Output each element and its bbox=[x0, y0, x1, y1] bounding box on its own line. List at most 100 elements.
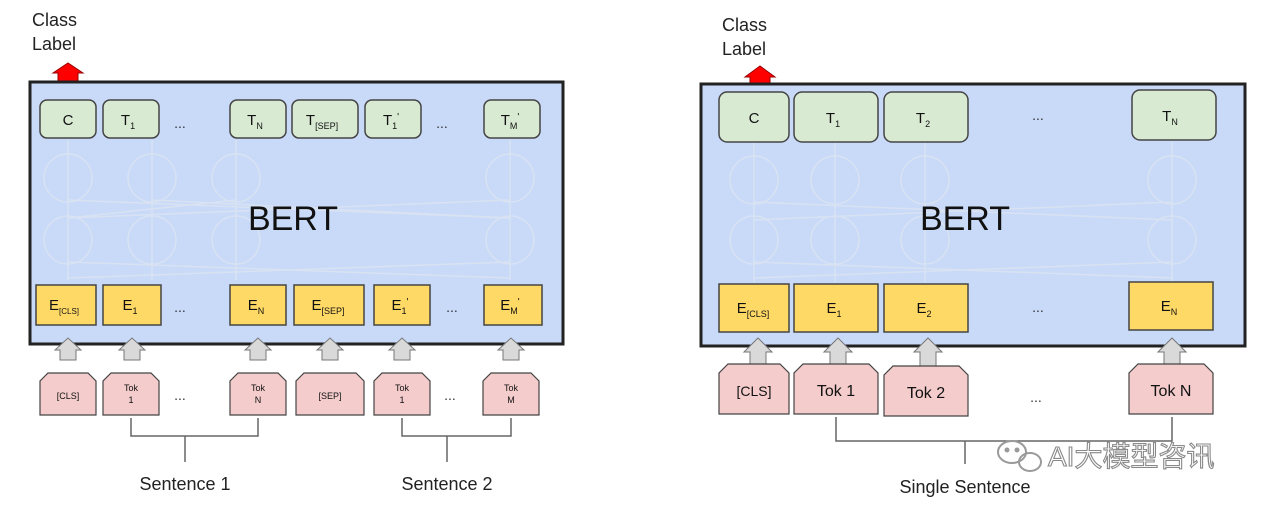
left-output-box-t1 bbox=[102, 99, 160, 139]
right-token-label-tok2: Tok 2 bbox=[907, 385, 945, 402]
right-output-label-t1: T1 bbox=[826, 110, 840, 129]
left-input-arrow bbox=[496, 337, 526, 361]
left-class-label-line2: Label bbox=[32, 34, 76, 54]
left-token-ellipsis-2: ... bbox=[444, 387, 456, 403]
left-output-box-tsep bbox=[291, 99, 359, 139]
right-panel: Class Label BERT C T1 T2 ... TN E[C bbox=[699, 15, 1247, 497]
right-embedding-label-e2: E2 bbox=[916, 300, 931, 319]
right-embedding-box-en bbox=[1128, 281, 1214, 331]
right-input-arrows bbox=[742, 337, 1188, 367]
left-input-arrow bbox=[53, 337, 83, 361]
right-token-row: [CLS] Tok 1 Tok 2 ... Tok N bbox=[718, 363, 1214, 417]
left-token-box-tok1b bbox=[373, 372, 431, 416]
left-token-box-tokn bbox=[229, 372, 287, 416]
left-embedding-label-en: EN bbox=[248, 297, 265, 316]
right-sentence-label: Single Sentence bbox=[899, 477, 1030, 497]
left-output-box-t1-prime bbox=[364, 99, 422, 139]
right-embedding-box-cls bbox=[718, 283, 790, 333]
left-embedding-label-em-prime: EM' bbox=[500, 297, 520, 316]
right-embedding-ellipsis: ... bbox=[1032, 299, 1044, 315]
left-input-arrow bbox=[243, 337, 273, 361]
left-output-label-tsep: T[SEP] bbox=[306, 112, 338, 131]
left-bert-title: BERT bbox=[248, 200, 338, 238]
left-embedding-ellipsis-2: ... bbox=[446, 299, 458, 315]
left-token-box-tok1 bbox=[102, 372, 160, 416]
right-sentence-bracket bbox=[835, 417, 1173, 464]
left-token-label-cls: [CLS] bbox=[57, 391, 80, 401]
right-output-box-tn bbox=[1131, 89, 1217, 141]
right-embedding-label-cls: E[CLS] bbox=[737, 300, 770, 319]
right-input-arrow bbox=[912, 337, 944, 367]
left-panel: Class Label BERT C T1 ... TN T[SEP] bbox=[28, 10, 565, 494]
right-output-label-t2: T2 bbox=[916, 110, 930, 129]
left-token-box-cls bbox=[39, 372, 97, 416]
left-output-ellipsis-2: ... bbox=[436, 115, 448, 131]
left-output-label-tn: TN bbox=[247, 112, 263, 131]
left-token-box-tokm bbox=[482, 372, 540, 416]
right-class-label-line2: Label bbox=[722, 39, 766, 59]
left-input-arrow bbox=[117, 337, 147, 361]
left-token-box-sep bbox=[295, 372, 365, 416]
watermark-text: AI大模型咨讯 bbox=[1048, 441, 1214, 472]
right-embedding-box-e1 bbox=[793, 283, 879, 333]
right-output-box-c bbox=[718, 91, 790, 143]
left-token-ellipsis: ... bbox=[174, 387, 186, 403]
right-output-box-t1 bbox=[793, 91, 879, 143]
left-embedding-label-e1-prime: E1' bbox=[392, 297, 409, 316]
left-input-arrow bbox=[315, 337, 345, 361]
left-output-label-t1-prime: T1' bbox=[383, 112, 399, 131]
left-output-box-c bbox=[39, 99, 97, 139]
right-token-label-cls: [CLS] bbox=[736, 383, 771, 399]
left-embedding-box-cls bbox=[35, 284, 97, 326]
left-embedding-label-sep: E[SEP] bbox=[311, 297, 344, 316]
left-embedding-row: E[CLS] E1 ... EN E[SEP] E1' ... EM' bbox=[35, 284, 543, 326]
left-input-arrow bbox=[387, 337, 417, 361]
left-embedding-label-e1: E1 bbox=[122, 297, 137, 316]
right-token-box-tokn bbox=[1128, 363, 1214, 415]
left-embedding-label-cls: E[CLS] bbox=[49, 297, 79, 316]
left-output-label-t1: T1 bbox=[121, 112, 135, 131]
left-embedding-box-en bbox=[229, 284, 287, 326]
right-token-label-tok1: Tok 1 bbox=[817, 383, 855, 400]
left-sentence-brackets bbox=[130, 418, 512, 462]
right-class-label-line1: Class bbox=[722, 15, 767, 35]
left-output-ellipsis: ... bbox=[174, 115, 186, 131]
left-output-row: C T1 ... TN T[SEP] T1' ... TM' bbox=[39, 99, 541, 139]
right-token-ellipsis: ... bbox=[1030, 389, 1042, 405]
right-token-box-tok1 bbox=[793, 363, 879, 415]
left-embedding-box-e1 bbox=[102, 284, 162, 326]
left-output-box-tn bbox=[229, 99, 287, 139]
right-embedding-box-e2 bbox=[883, 283, 969, 333]
right-token-label-tokn: Tok N bbox=[1151, 383, 1192, 400]
right-output-box-t2 bbox=[883, 91, 969, 143]
right-embedding-label-e1: E1 bbox=[826, 300, 841, 319]
right-token-box-tok2 bbox=[883, 365, 969, 417]
right-token-box-cls bbox=[718, 363, 790, 415]
left-output-label-tm-prime: TM' bbox=[501, 112, 520, 131]
left-embedding-box-e1-prime bbox=[373, 284, 431, 326]
right-output-label-tn: TN bbox=[1162, 108, 1178, 127]
right-network-lattice bbox=[729, 142, 1197, 282]
left-class-label-line1: Class bbox=[32, 10, 77, 30]
wechat-icon bbox=[997, 440, 1042, 472]
left-output-label-c: C bbox=[63, 112, 74, 129]
left-embedding-box-em-prime bbox=[483, 284, 543, 326]
watermark: AI大模型咨讯 bbox=[997, 440, 1215, 473]
right-bert-title: BERT bbox=[920, 200, 1010, 238]
left-embedding-ellipsis: ... bbox=[174, 299, 186, 315]
left-token-label-sep: [SEP] bbox=[318, 391, 341, 401]
left-input-arrows bbox=[53, 337, 526, 361]
left-sentence-1-label: Sentence 1 bbox=[139, 474, 230, 494]
right-output-row: C T1 T2 ... TN bbox=[718, 89, 1217, 143]
left-output-box-tm-prime bbox=[483, 99, 541, 139]
left-network-lattice bbox=[43, 140, 535, 280]
right-output-ellipsis: ... bbox=[1032, 107, 1044, 123]
right-embedding-row: E[CLS] E1 E2 ... EN bbox=[718, 281, 1214, 333]
right-embedding-label-en: EN bbox=[1161, 298, 1178, 317]
